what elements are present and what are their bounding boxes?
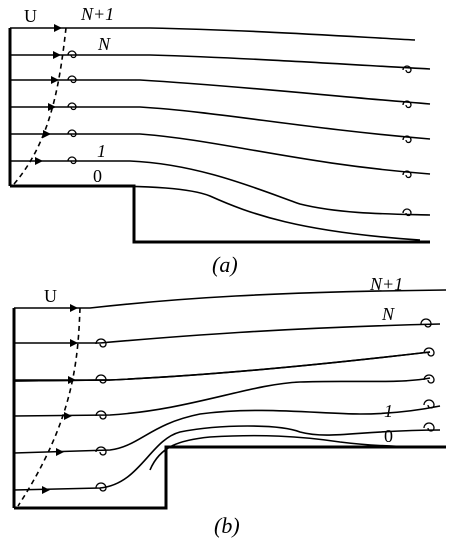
eddy-icon bbox=[420, 318, 432, 328]
eddy-icon bbox=[402, 135, 412, 144]
eddy-icon bbox=[95, 446, 107, 456]
panel-a-label-one: 1 bbox=[97, 141, 106, 161]
panel-a-label-n: N bbox=[97, 34, 111, 54]
panel-b-streamline-zero bbox=[149, 434, 447, 471]
panel-a-streamline-one bbox=[10, 160, 431, 216]
panel-a-arrow-1 bbox=[43, 130, 51, 138]
panel-a-streamline-top bbox=[10, 27, 416, 41]
panel-b-arrow-n bbox=[70, 339, 78, 347]
eddy-icon bbox=[67, 50, 77, 59]
panel-a-streamline-2 bbox=[10, 106, 431, 140]
eddy-icon bbox=[402, 65, 412, 74]
eddy-icon bbox=[423, 374, 435, 384]
eddy-icon bbox=[67, 156, 77, 165]
panel-a: U N+1 N 1 0 (a) bbox=[8, 4, 431, 277]
panel-b: U N+1 N 1 0 (b) bbox=[12, 274, 447, 538]
eddy-icon bbox=[95, 410, 107, 420]
panel-a-label-u: U bbox=[24, 6, 37, 26]
panel-b-streamline-b bbox=[13, 405, 441, 454]
panel-a-label-zero: 0 bbox=[93, 166, 102, 186]
eddy-icon bbox=[95, 482, 107, 492]
eddy-icon bbox=[95, 338, 107, 348]
panel-b-streamline-one bbox=[13, 425, 441, 491]
panel-b-arrow-top bbox=[70, 304, 78, 312]
panel-b-streamline-n bbox=[14, 323, 441, 344]
panel-a-arrow-2 bbox=[48, 103, 56, 111]
eddy-icon bbox=[67, 75, 77, 84]
panel-b-label-top: N+1 bbox=[369, 274, 403, 294]
panel-b-streamline-top bbox=[14, 289, 447, 309]
panel-b-label-one: 1 bbox=[384, 401, 393, 421]
panel-b-step-wall bbox=[14, 445, 446, 510]
eddy-icon bbox=[402, 208, 412, 217]
panel-b-label-n: N bbox=[381, 304, 395, 324]
panel-b-caption: (b) bbox=[214, 513, 240, 538]
panel-b-label-zero: 0 bbox=[384, 426, 393, 446]
panel-a-arrow-3 bbox=[51, 76, 59, 84]
eddy-icon bbox=[67, 102, 77, 111]
eddy-icon bbox=[95, 374, 107, 384]
panel-b-label-u: U bbox=[44, 286, 57, 306]
panel-a-arrow-n bbox=[53, 51, 61, 59]
panel-a-step-wall bbox=[10, 184, 430, 244]
panel-b-streamline-mid bbox=[13, 379, 111, 382]
panel-b-arrow-1 bbox=[56, 448, 64, 456]
panel-a-streamline-zero bbox=[94, 185, 421, 241]
panel-b-inlet-eddies bbox=[95, 338, 107, 492]
eddy-icon bbox=[423, 422, 435, 432]
panel-a-outlet-eddies bbox=[402, 65, 412, 217]
panel-a-streamline-3 bbox=[10, 79, 431, 105]
eddy-icon bbox=[423, 399, 435, 409]
eddy-icon bbox=[423, 347, 435, 357]
panel-b-streamline-c bbox=[13, 377, 431, 417]
panel-b-arrow-2 bbox=[64, 412, 72, 420]
panel-a-arrow-top bbox=[54, 24, 62, 32]
panel-a-caption: (a) bbox=[212, 252, 238, 277]
panel-b-velocity-profile bbox=[17, 307, 81, 507]
eddy-icon bbox=[67, 129, 77, 138]
eddy-icon bbox=[402, 170, 412, 179]
panel-b-arrow-one bbox=[42, 486, 50, 494]
panel-a-label-top: N+1 bbox=[80, 4, 114, 24]
panel-b-arrow-3 bbox=[68, 376, 76, 384]
panel-a-streamline-1 bbox=[10, 133, 431, 175]
panel-b-outlet-eddies bbox=[420, 318, 435, 432]
panel-a-arrow-one bbox=[35, 157, 43, 165]
panel-a-inlet-eddies bbox=[67, 50, 77, 165]
panel-a-streamline-n bbox=[10, 54, 431, 70]
eddy-icon bbox=[402, 100, 412, 109]
panel-b-streamline-2 bbox=[13, 351, 431, 382]
